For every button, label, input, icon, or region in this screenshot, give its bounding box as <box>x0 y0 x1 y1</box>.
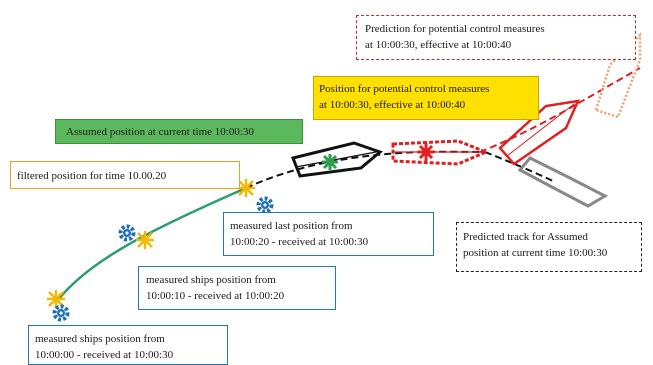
label-line: measured last position from <box>230 220 353 232</box>
assumed-position-marker <box>322 154 338 170</box>
control-position-marker <box>418 143 434 161</box>
label-measured-position-00: measured ships position from 10:00:00 - … <box>28 325 228 365</box>
ship-hull-icon-assumed <box>290 141 383 178</box>
label-line: Assumed position at current time 10:00:3… <box>66 126 254 138</box>
filtered-track-line <box>57 186 247 301</box>
control-track-line <box>479 67 641 153</box>
label-line: Prediction for potential control measure… <box>365 23 545 35</box>
ship-hull-icon-control <box>391 139 490 166</box>
gear-icon <box>52 304 70 322</box>
gear-icon <box>256 196 274 214</box>
predicted-branch-line <box>484 151 556 183</box>
label-line: filtered position for time 10.00.20 <box>17 170 167 182</box>
star-burst-icon <box>47 290 65 308</box>
ship-hull-icon-gray <box>517 156 609 208</box>
label-line: 10:00:10 - received at 10:00:20 <box>146 290 285 302</box>
label-line: at 10:00:30, effective at 10:00:40 <box>319 99 466 111</box>
label-line: Predicted track for Assumed <box>463 231 588 243</box>
label-filtered-position: filtered position for time 10.00.20 <box>10 161 240 189</box>
star-burst-icon <box>237 179 255 197</box>
label-line: measured ships position from <box>146 274 276 286</box>
label-line: position at current time 10:00:30 <box>463 247 608 259</box>
gear-icon <box>118 224 136 242</box>
label-prediction-control-measures: Prediction for potential control measure… <box>356 15 636 60</box>
star-burst-icon <box>136 231 154 249</box>
label-line: at 10:00:30, effective at 10:00:40 <box>365 39 512 51</box>
label-position-control-measures: Position for potential control measures … <box>313 76 539 120</box>
label-predicted-track: Predicted track for Assumed position at … <box>456 222 642 272</box>
label-line: Position for potential control measures <box>319 83 490 95</box>
label-line: 10:00:00 - received at 10:00:30 <box>35 349 174 361</box>
label-measured-last-position: measured last position from 10:00:20 - r… <box>223 212 434 256</box>
label-line: measured ships position from <box>35 333 165 345</box>
label-assumed-position: Assumed position at current time 10:00:3… <box>55 119 303 144</box>
label-line: 10:00:20 - received at 10:00:30 <box>230 236 369 248</box>
predicted-track-line <box>245 150 486 189</box>
label-measured-position-10: measured ships position from 10:00:10 - … <box>138 266 336 310</box>
